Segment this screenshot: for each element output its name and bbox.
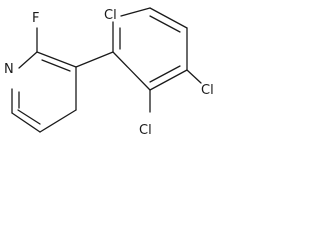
chlorine-right-label: Cl (201, 83, 214, 98)
benz-bond-b3-b4 (149, 7, 188, 29)
pyr-bond-n-c2 (18, 51, 38, 69)
nitrogen-label: N (4, 62, 14, 77)
molecule-drawing: F N Cl Cl Cl (4, 7, 214, 138)
chlorine-bottom-label: Cl (139, 123, 152, 138)
fluorine-label: F (32, 11, 39, 26)
pyr-bond-c2-c3-inner (41, 59, 71, 72)
chlorine-top-label: Cl (104, 8, 117, 23)
benz-bond-b5-b6-inner (149, 65, 181, 83)
benz-bond-b6-b1 (112, 51, 151, 91)
pyr-bond-c5-c6-inner (17, 109, 41, 125)
structure-diagram: F N Cl Cl Cl (0, 0, 227, 153)
bond-biaryl (75, 51, 114, 68)
benz-bond-b5-b6 (149, 69, 188, 91)
pyr-bond-c4-c5 (39, 109, 77, 133)
pyr-bond-c5-c6 (11, 112, 41, 133)
pyr-bond-c2-c3 (36, 51, 77, 68)
benz-bond-b3-b4-inner (149, 15, 181, 33)
benz-bond-b2-b3 (120, 7, 151, 17)
bond-b5-cl (186, 69, 202, 84)
